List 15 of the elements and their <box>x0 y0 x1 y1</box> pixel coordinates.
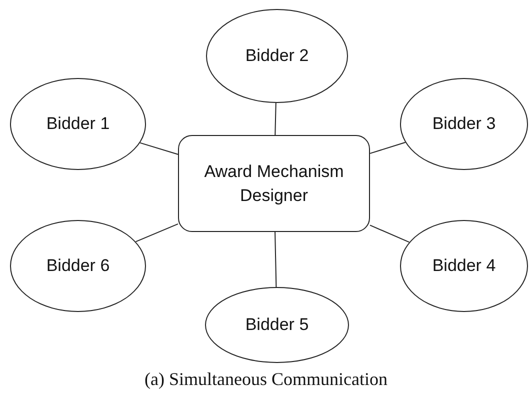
node-label: Bidder 2 <box>245 45 309 67</box>
node-label: Award Mechanism Designer <box>203 160 345 206</box>
connector-line <box>370 142 406 154</box>
node-label: Bidder 4 <box>432 255 496 277</box>
node-label: Bidder 3 <box>432 113 496 135</box>
node-label: Bidder 5 <box>245 314 309 336</box>
node-label: Bidder 6 <box>46 255 110 277</box>
rounded-box <box>178 135 370 232</box>
connector-line <box>274 232 277 288</box>
connector-line <box>370 224 410 243</box>
caption: (a) Simultaneous Communication <box>144 368 388 391</box>
node-label: Bidder 1 <box>46 113 110 135</box>
connector-line <box>135 223 178 242</box>
connector-line <box>140 142 178 155</box>
connector-line <box>274 102 276 136</box>
